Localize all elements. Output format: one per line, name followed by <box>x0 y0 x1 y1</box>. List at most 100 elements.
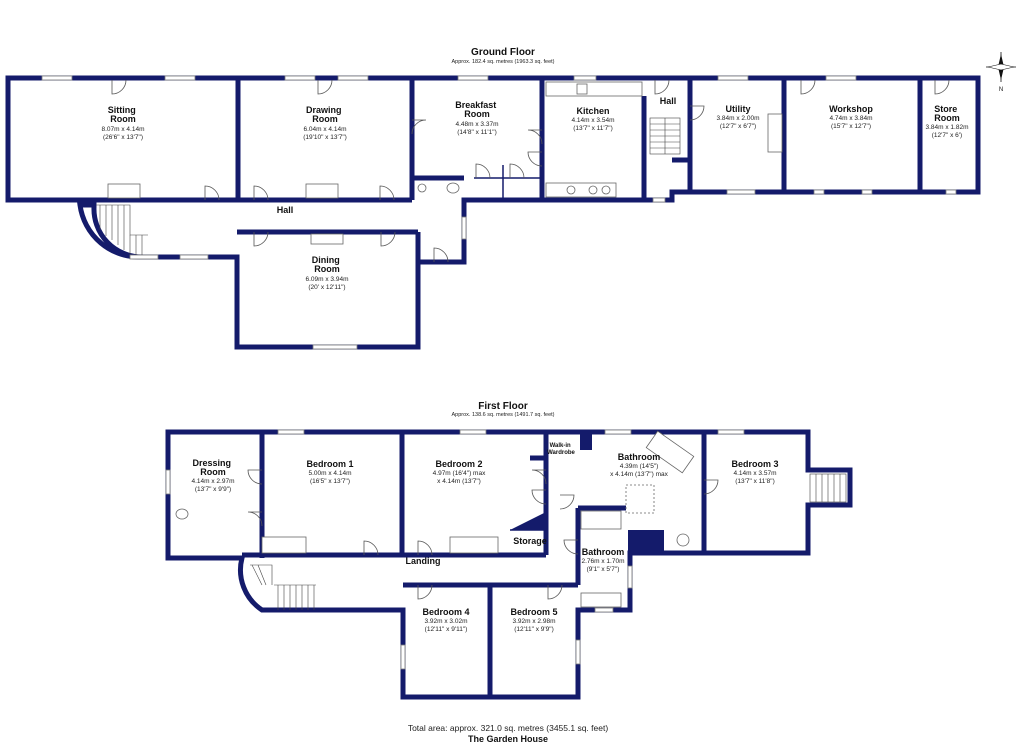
shower <box>580 510 622 530</box>
window <box>284 75 316 81</box>
chimney-block <box>628 530 664 553</box>
room-dim-m: 3.92m x 3.02m <box>425 618 468 625</box>
room-dim-ft: (20' x 12'11") <box>308 284 345 291</box>
door <box>689 105 705 121</box>
room-store-room: Store Room 3.84m x 1.82m (12'7" x 6') <box>926 104 969 139</box>
window <box>945 189 957 195</box>
room-name: Store Room <box>934 104 960 123</box>
window <box>861 189 873 195</box>
room-name: Utility <box>725 104 750 114</box>
room-dim-m: 3.92m x 2.98m <box>513 618 556 625</box>
window <box>717 75 749 81</box>
room-utility: Utility 3.84m x 2.00m (12'7" x 6'7") <box>717 104 760 130</box>
room-dim-ft: (12'11" x 9'9") <box>514 626 554 633</box>
window <box>575 639 581 665</box>
room-name-line: Breakfast <box>455 100 496 110</box>
room-bedroom-5: Bedroom 5 3.92m x 2.98m (12'11" x 9'9") <box>510 607 557 633</box>
door <box>363 540 379 556</box>
property-name: The Garden House <box>468 734 548 744</box>
room-dim-m: 4.74m x 3.84m <box>830 115 873 122</box>
first-floor-title: First Floor <box>478 401 528 412</box>
room-name: Bedroom 4 <box>422 607 469 617</box>
door <box>204 185 220 201</box>
first-staircase-left <box>250 564 316 610</box>
toilet <box>175 508 189 520</box>
door <box>934 79 950 95</box>
room-dim-ft: (15'7" x 12'7") <box>831 123 871 130</box>
room-name-line: Drawing <box>306 105 342 115</box>
room-drawing-room: Drawing Room 6.04m x 4.14m (19'10" x 13'… <box>303 105 347 141</box>
window <box>594 607 614 613</box>
room-dressing-room: Dressing Room 4.14m x 2.97m (13'7" x 9'9… <box>192 458 235 493</box>
window <box>627 565 633 589</box>
room-name: Bedroom 5 <box>510 607 557 617</box>
window <box>41 75 73 81</box>
fireplace <box>305 183 339 199</box>
door <box>531 469 547 485</box>
window <box>459 429 487 435</box>
room-name-line: Room <box>110 114 136 124</box>
room-dim-ft: (26'6" x 13'7") <box>103 134 143 141</box>
room-dim-ft: (12'7" x 6') <box>932 132 962 139</box>
basin <box>417 183 427 193</box>
window <box>312 344 358 350</box>
chimney-block <box>580 434 592 450</box>
room-storage: Storage <box>513 536 547 546</box>
door <box>531 489 547 505</box>
room-sitting-room: Sitting Room 8.07m x 4.14m (26'6" x 13'7… <box>102 105 145 141</box>
ground-stair-bay <box>77 202 143 260</box>
room-bedroom-3: Bedroom 3 4.14m x 3.57m (13'7" x 11'8") <box>731 459 778 485</box>
sink <box>576 83 588 95</box>
room-dim-m: 5.00m x 4.14m <box>309 470 352 477</box>
room-name-line: Dining <box>312 255 340 265</box>
window <box>726 189 756 195</box>
door <box>253 185 269 201</box>
window <box>813 189 825 195</box>
window <box>337 75 369 81</box>
room-name: Bedroom 2 <box>435 459 482 469</box>
window <box>825 75 857 81</box>
door <box>247 511 263 527</box>
first-floor-outer-wall <box>165 429 853 700</box>
room-dim-ft: (19'10" x 13'7") <box>303 134 347 141</box>
room-dim-ft: (13'7" x 11'8") <box>735 478 775 485</box>
compass-label: N <box>999 87 1003 93</box>
door <box>417 540 433 556</box>
door <box>475 163 491 179</box>
window <box>457 75 489 81</box>
room-name: Kitchen <box>576 106 609 116</box>
window <box>277 429 305 435</box>
room-name-line: Room <box>312 114 338 124</box>
room-dining-room: Dining Room 6.09m x 3.94m (20' x 12'11") <box>306 255 349 291</box>
room-workshop: Workshop 4.74m x 3.84m (15'7" x 12'7") <box>829 104 873 130</box>
room-dim-m: 3.84m x 1.82m <box>926 124 969 131</box>
door <box>527 129 543 145</box>
room-name-line: Walk-in <box>550 443 571 449</box>
fireplace <box>107 183 141 199</box>
rooflight <box>625 484 655 514</box>
storage-wedge <box>510 512 546 530</box>
room-kitchen: Kitchen 4.14m x 3.54m (13'7" x 11'7") <box>572 106 615 132</box>
door <box>547 584 563 600</box>
window <box>400 644 406 670</box>
room-name: Bathroom <box>582 547 625 557</box>
door <box>317 79 333 95</box>
ground-staircase-hall <box>649 117 681 155</box>
room-dim-ft: (16'5" x 13'7") <box>310 478 350 485</box>
wardrobe <box>449 536 499 554</box>
door <box>654 79 670 95</box>
ground-staircase-left <box>96 204 148 255</box>
room-bedroom-1: Bedroom 1 5.00m x 4.14m (16'5" x 13'7") <box>306 459 353 485</box>
room-dim-m: 4.39m (14'5") <box>620 463 659 470</box>
bathtub-small <box>580 592 622 608</box>
total-area: Total area: approx. 321.0 sq. metres (34… <box>408 723 609 733</box>
door <box>380 231 396 247</box>
window <box>179 254 209 260</box>
window <box>652 197 666 203</box>
room-name-line: Dressing <box>192 458 231 468</box>
kitchen-worktop-top <box>545 81 643 97</box>
room-dim-ft: (12'11" x 9'11") <box>425 626 468 633</box>
hob <box>566 185 576 195</box>
room-bedroom-2: Bedroom 2 4.97m (16'4") max x 4.14m (13'… <box>433 459 486 485</box>
